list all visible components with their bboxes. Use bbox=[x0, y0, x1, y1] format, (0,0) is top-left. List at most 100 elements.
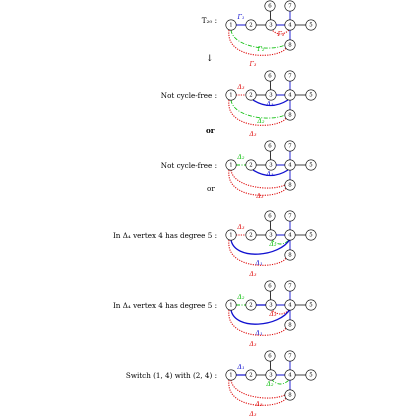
delta3-label-mid: Δ₃ bbox=[254, 400, 263, 408]
svg-text:1: 1 bbox=[229, 22, 232, 28]
delta3-path-bottom bbox=[228, 239, 287, 266]
gamma3-label-bottom: Γ₃ bbox=[249, 60, 257, 68]
svg-text:6: 6 bbox=[268, 283, 272, 289]
vertex-6: 6 bbox=[264, 280, 276, 292]
delta1-label: Δ₁ bbox=[254, 259, 262, 267]
vertex-3: 3 bbox=[265, 89, 277, 101]
delta1-label: Δ₁ bbox=[236, 363, 244, 371]
vertex-7: 7 bbox=[284, 350, 296, 362]
svg-text:8: 8 bbox=[288, 112, 292, 118]
svg-text:7: 7 bbox=[288, 283, 292, 289]
delta1-label: Δ₁ bbox=[265, 100, 273, 108]
delta2-label: Δ₂ bbox=[268, 240, 277, 248]
label-row-2: Not cycle-free : bbox=[160, 91, 217, 100]
svg-text:4: 4 bbox=[288, 232, 292, 238]
svg-text:7: 7 bbox=[288, 353, 292, 359]
svg-text:2: 2 bbox=[249, 372, 252, 378]
svg-text:3: 3 bbox=[269, 162, 273, 168]
svg-text:3: 3 bbox=[269, 92, 273, 98]
vertex-5: 5 bbox=[305, 299, 317, 311]
vertex-6: 6 bbox=[264, 350, 276, 362]
vertex-7: 7 bbox=[284, 0, 296, 12]
svg-text:2: 2 bbox=[249, 162, 252, 168]
delta2-label: Δ₂ bbox=[265, 380, 274, 388]
gamma2-label: Γ₂ bbox=[257, 45, 265, 53]
svg-text:2: 2 bbox=[249, 302, 252, 308]
delta1-arc-2-4 bbox=[252, 169, 289, 177]
svg-text:4: 4 bbox=[288, 302, 292, 308]
svg-text:7: 7 bbox=[288, 73, 292, 79]
vertex-6: 6 bbox=[264, 0, 276, 12]
delta3-label-top: Δ₃ bbox=[236, 223, 245, 231]
vertex-3: 3 bbox=[265, 19, 277, 31]
down-arrow: ↓ bbox=[206, 54, 214, 64]
tree-row-6 bbox=[251, 355, 311, 395]
vertex-7: 7 bbox=[284, 140, 296, 152]
delta2-path bbox=[230, 99, 286, 119]
gamma2-path bbox=[230, 29, 286, 49]
svg-text:6: 6 bbox=[268, 3, 272, 9]
delta3-label-bottom: Δ₃ bbox=[248, 270, 257, 278]
gamma3-arc-3-4 bbox=[270, 28, 291, 35]
delta3-label-top: Δ₃ bbox=[236, 83, 245, 91]
delta3-label-bottom: Δ₃ bbox=[248, 410, 257, 418]
vertex-8: 8 bbox=[284, 389, 296, 401]
delta3-label-top: Δ₃ bbox=[268, 310, 277, 318]
vertex-3: 3 bbox=[265, 229, 277, 241]
svg-text:5: 5 bbox=[309, 232, 313, 238]
svg-text:8: 8 bbox=[288, 42, 292, 48]
delta2-arc-3-4 bbox=[270, 378, 291, 385]
or-separator: or bbox=[207, 184, 215, 193]
vertex-5: 5 bbox=[305, 159, 317, 171]
gamma3-path-bottom bbox=[228, 29, 287, 56]
vertex-2: 2 bbox=[245, 159, 257, 171]
vertex-2: 2 bbox=[245, 89, 257, 101]
vertex-8: 8 bbox=[284, 109, 296, 121]
delta2-label: Δ₂ bbox=[236, 153, 245, 161]
vertex-4: 4 bbox=[284, 299, 296, 311]
svg-text:1: 1 bbox=[229, 92, 232, 98]
svg-text:4: 4 bbox=[288, 92, 292, 98]
label-row-1: T₂₀ : bbox=[201, 16, 217, 25]
delta3-path-bottom bbox=[228, 379, 287, 406]
svg-text:8: 8 bbox=[288, 322, 292, 328]
delta3-path-bottom bbox=[228, 99, 287, 126]
label-row-3: Not cycle-free : bbox=[160, 161, 217, 170]
delta1-path bbox=[230, 308, 291, 325]
delta1-arc-2-4 bbox=[252, 99, 289, 107]
vertex-5: 5 bbox=[305, 19, 317, 31]
delta2-label: Δ₂ bbox=[256, 117, 265, 125]
vertex-2: 2 bbox=[245, 229, 257, 241]
svg-text:3: 3 bbox=[269, 302, 273, 308]
svg-text:5: 5 bbox=[309, 162, 313, 168]
vertex-2: 2 bbox=[245, 19, 257, 31]
svg-text:1: 1 bbox=[229, 302, 232, 308]
svg-text:5: 5 bbox=[309, 92, 313, 98]
vertex-6: 6 bbox=[264, 140, 276, 152]
vertex-8: 8 bbox=[284, 249, 296, 261]
delta3-path-inner bbox=[230, 379, 286, 399]
tree-row-4 bbox=[251, 215, 311, 255]
svg-text:8: 8 bbox=[288, 182, 292, 188]
delta3-path-outer bbox=[228, 169, 287, 196]
svg-text:3: 3 bbox=[269, 372, 273, 378]
vertex-6: 6 bbox=[264, 70, 276, 82]
svg-text:5: 5 bbox=[309, 22, 313, 28]
svg-text:7: 7 bbox=[288, 143, 292, 149]
vertex-4: 4 bbox=[284, 89, 296, 101]
gamma1-label: Γ₁ bbox=[237, 13, 245, 21]
tree-row-3 bbox=[251, 145, 311, 185]
svg-text:6: 6 bbox=[268, 73, 272, 79]
svg-text:2: 2 bbox=[249, 232, 252, 238]
svg-text:3: 3 bbox=[269, 232, 273, 238]
svg-text:7: 7 bbox=[288, 213, 292, 219]
vertex-1: 1 bbox=[225, 299, 237, 311]
vertex-4: 4 bbox=[284, 229, 296, 241]
vertex-4: 4 bbox=[284, 159, 296, 171]
delta1-path bbox=[230, 238, 291, 255]
vertex-8: 8 bbox=[284, 319, 296, 331]
tree-row-2 bbox=[251, 75, 311, 115]
vertex-1: 1 bbox=[225, 159, 237, 171]
delta3-path-inner bbox=[230, 169, 286, 189]
